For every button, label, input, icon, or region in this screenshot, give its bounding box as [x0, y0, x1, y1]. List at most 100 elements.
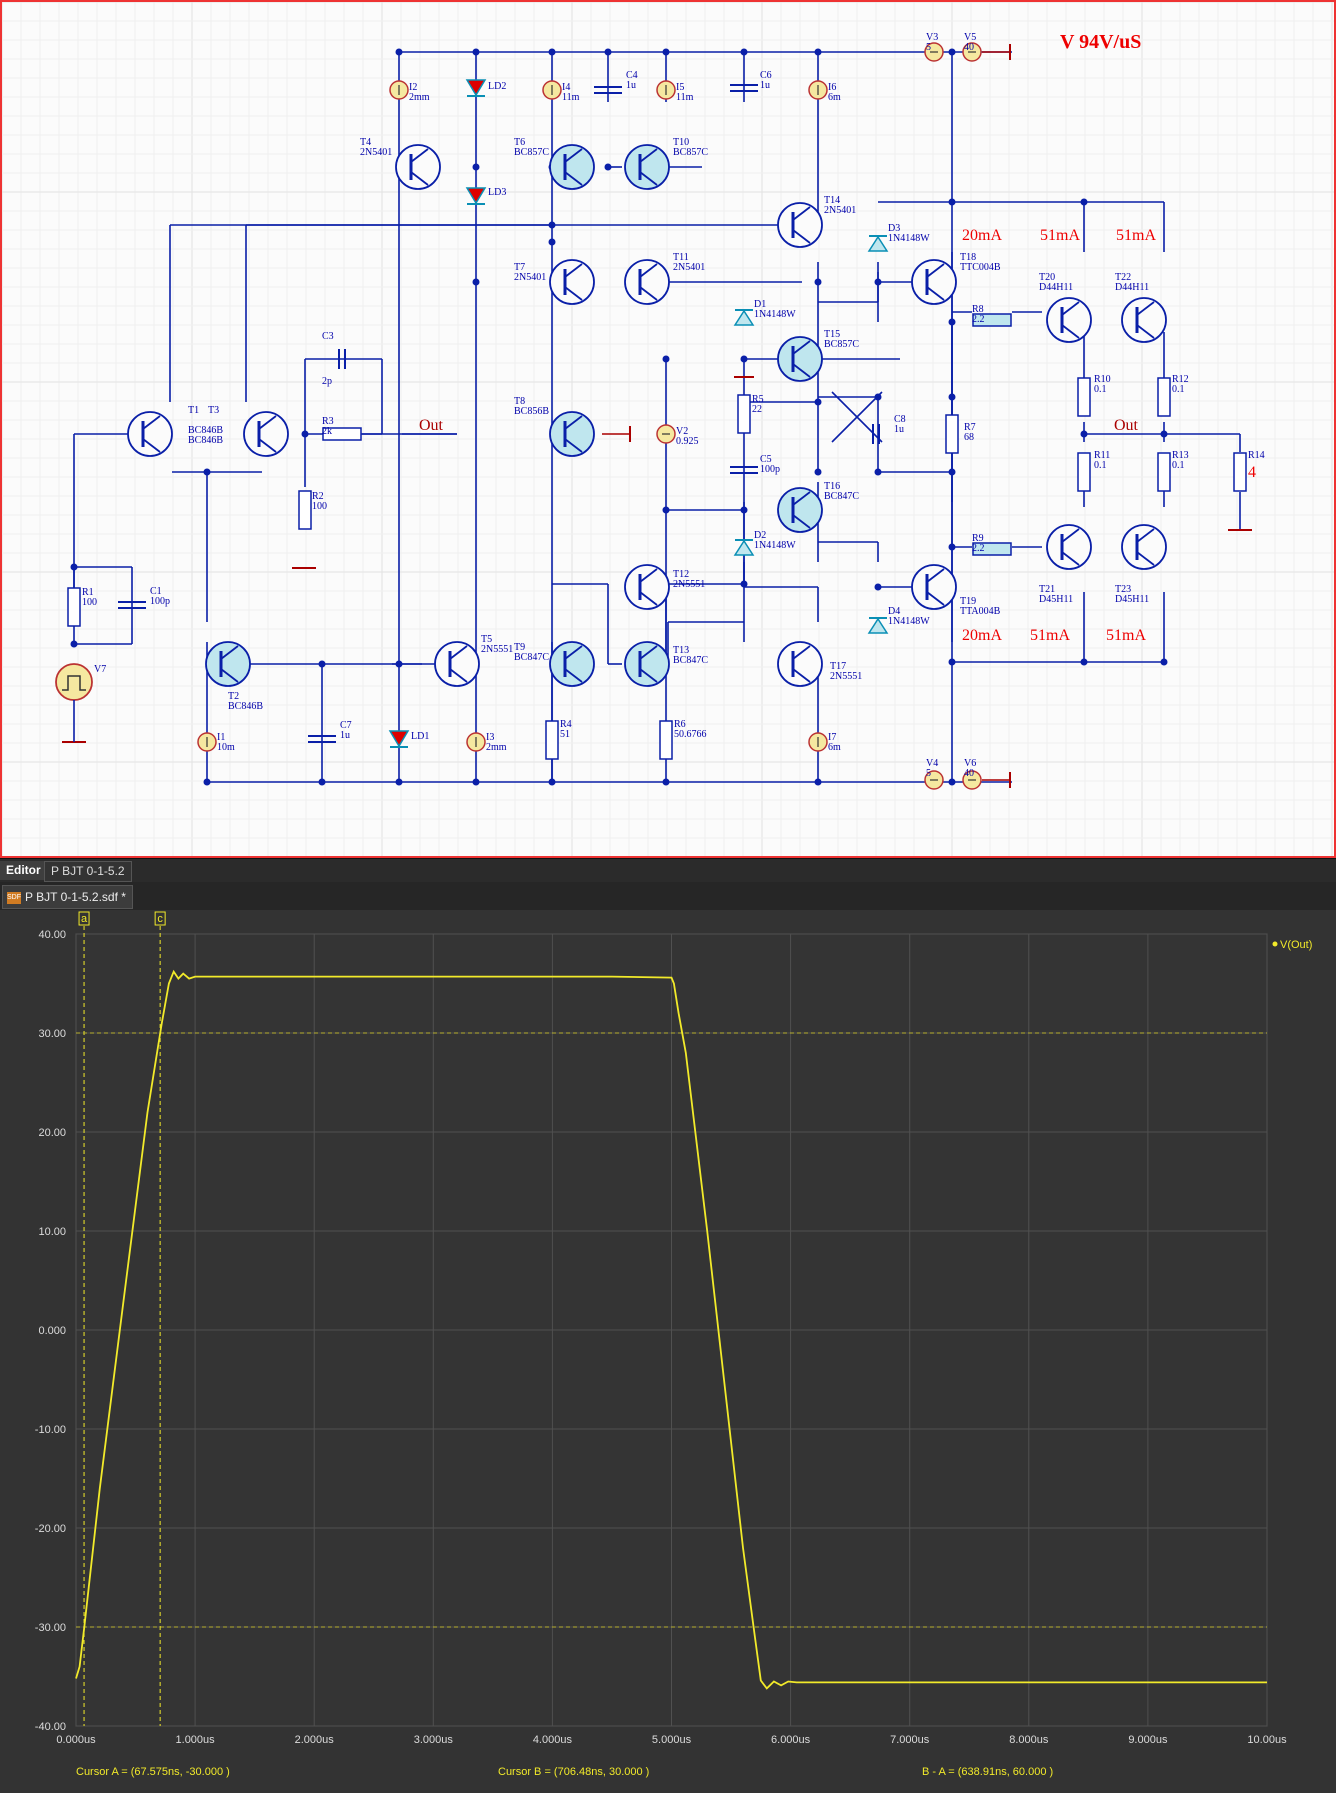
capacitor-value: 100p	[150, 596, 170, 607]
source-ref: V7	[94, 664, 106, 675]
legend-marker	[1272, 941, 1278, 947]
led-ld2[interactable]: LD2	[465, 79, 506, 97]
led-ld1[interactable]: LD1	[388, 730, 429, 748]
trace-v-out[interactable]	[75, 969, 1267, 1690]
capacitor-c3[interactable]: C3	[322, 331, 346, 369]
resistor-body	[298, 490, 312, 530]
voltage-source-v7[interactable]: V7	[55, 663, 106, 701]
transistor-body	[549, 259, 595, 305]
cursor-flag-a[interactable]	[78, 911, 90, 926]
legend-label: V(Out)	[1280, 939, 1312, 951]
resistor-r8[interactable]: R82.2	[972, 304, 1012, 327]
junction-dot	[1080, 430, 1088, 438]
led-ld3[interactable]: LD3	[465, 187, 506, 205]
junction-dot	[203, 468, 211, 476]
diode-body	[867, 617, 889, 634]
transistor-body	[624, 564, 670, 610]
tab-editor[interactable]: Editor	[0, 861, 47, 880]
transistor-value: 2N5401	[673, 262, 705, 273]
transistor-value: TTC004B	[960, 262, 1001, 273]
x-tick-label: 3.000us	[414, 1734, 454, 1746]
pulse-icon	[62, 675, 86, 691]
cursor-b-readout: Cursor B = (706.48ns, 30.000 )	[498, 1766, 649, 1778]
transistor-ref: T8	[514, 396, 525, 407]
resistor-r14[interactable]: R14	[1233, 450, 1265, 492]
voltage-source-v4[interactable]: V45	[924, 758, 944, 790]
x-tick-label: 5.000us	[652, 1734, 692, 1746]
led-body	[388, 730, 410, 748]
resistor-r9[interactable]: R92.2	[972, 533, 1012, 556]
capacitor-ref: C1	[150, 586, 162, 597]
cursor-flag-c[interactable]	[154, 911, 166, 926]
junction-dot	[662, 48, 670, 56]
voltage-source-v2[interactable]: V20.925	[656, 424, 699, 447]
junction-dot	[814, 778, 822, 786]
tab-design[interactable]: P BJT 0-1-5.2	[44, 861, 132, 882]
document-tab-label: P BJT 0-1-5.2.sdf *	[25, 890, 126, 904]
transistor-t1[interactable]: T1	[127, 405, 199, 457]
voltage-source-v3[interactable]: V35	[924, 32, 944, 62]
transistor-emitter	[449, 668, 468, 683]
junction-dot	[472, 778, 480, 786]
source-value: 6m	[828, 92, 841, 103]
transistor-body	[777, 641, 823, 687]
transistor-t3[interactable]: T3	[208, 405, 289, 457]
